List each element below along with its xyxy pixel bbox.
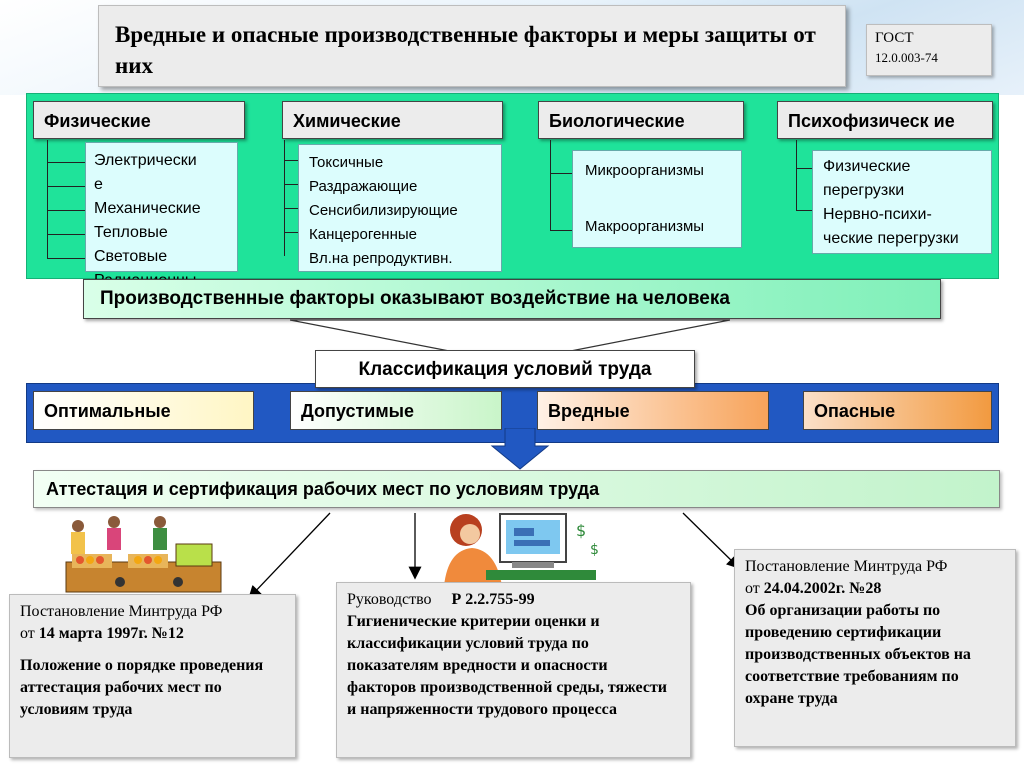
bracket-tick	[550, 173, 572, 174]
list-item: Вл.на репродуктивн.	[309, 250, 453, 267]
list-item: Нервно-психи-ческие перегрузки	[823, 206, 959, 247]
market-clipart	[65, 516, 222, 593]
bracket-tick	[47, 162, 85, 163]
list-item: Раздражающие	[309, 178, 418, 195]
bracket-tick	[47, 234, 85, 235]
attestation-statement: Аттестация и сертификация рабочих мест п…	[33, 470, 1000, 508]
list-item: Механические	[94, 200, 201, 217]
condition-dangerous: Опасные	[803, 391, 992, 430]
gost-label: ГОСТ	[875, 30, 914, 46]
psycho-bracket	[796, 140, 797, 210]
document-type: Постановление Минтруда РФ	[20, 603, 223, 620]
office-worker-clipart: $ $	[444, 513, 599, 586]
list-item: Канцерогенные	[309, 226, 417, 243]
bracket-tick	[796, 210, 812, 211]
classification-title: Классификация условий труда	[315, 350, 695, 388]
page-title: Вредные и опасные производственные факто…	[98, 5, 846, 87]
gost-reference: ГОСТ 12.0.003-74	[866, 24, 992, 76]
biological-bracket	[550, 140, 551, 230]
category-biological: Биологические	[538, 101, 744, 139]
bracket-tick	[796, 168, 812, 169]
list-item: Тепловые	[94, 224, 168, 241]
document-decree-1997: Постановление Минтруда РФ от 14 марта 19…	[9, 594, 296, 758]
physical-bracket	[47, 140, 48, 258]
document-date: от 14 марта 1997г. №12	[20, 625, 184, 642]
list-item: е	[94, 176, 103, 193]
list-item: Световые	[94, 248, 168, 265]
condition-acceptable: Допустимые	[290, 391, 502, 430]
bracket-tick	[550, 230, 572, 231]
bracket-tick	[284, 232, 298, 233]
category-chemical: Химические	[282, 101, 503, 139]
impact-statement: Производственные факторы оказывают возде…	[83, 279, 941, 319]
list-item: Токсичные	[309, 154, 384, 171]
list-item: Электрически	[94, 152, 197, 169]
chemical-bracket	[284, 140, 285, 256]
bracket-tick	[284, 184, 298, 185]
document-date: от 24.04.2002г. №28	[745, 580, 882, 597]
document-arrows	[248, 512, 740, 599]
gost-number: 12.0.003-74	[875, 50, 938, 65]
category-physical: Физические	[33, 101, 245, 139]
chemical-list: Токсичные Раздражающие Сенсибилизирующие…	[298, 144, 502, 272]
condition-harmful: Вредные	[537, 391, 769, 430]
bracket-tick	[47, 210, 85, 211]
list-item: Макроорганизмы	[585, 218, 705, 235]
document-body: Положение о порядке проведения аттестаци…	[20, 657, 264, 718]
condition-optimal: Оптимальные	[33, 391, 254, 430]
document-body: Об организации работы по проведению серт…	[745, 602, 971, 707]
biological-list: Микроорганизмы Макроорганизмы	[572, 150, 742, 248]
category-psychophysical: Психофизическ ие	[777, 101, 993, 139]
document-decree-2002: Постановление Минтруда РФ от 24.04.2002г…	[734, 549, 1016, 747]
list-item: Сенсибилизирующие	[309, 202, 458, 219]
list-item: Микроорганизмы	[585, 162, 704, 179]
bracket-tick	[284, 160, 298, 161]
bracket-tick	[284, 208, 298, 209]
down-arrow-icon	[490, 428, 550, 470]
document-body: Гигиенические критерии оценки и классифи…	[347, 613, 668, 718]
bracket-tick	[47, 186, 85, 187]
physical-list: Электрически е Механические Тепловые Све…	[85, 142, 238, 313]
svg-text:$: $	[576, 521, 586, 540]
document-type: Постановление Минтруда РФ	[745, 558, 948, 575]
list-item: Физические перегрузки	[823, 158, 911, 199]
bracket-tick	[47, 258, 85, 259]
psycho-list: Физические перегрузки Нервно-психи-чески…	[812, 150, 992, 254]
svg-text:$: $	[590, 542, 599, 558]
